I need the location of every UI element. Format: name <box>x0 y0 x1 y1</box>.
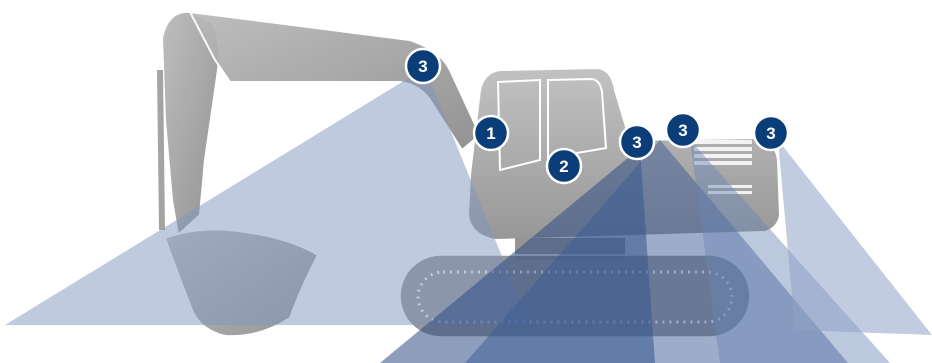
marker-label: 3 <box>632 133 641 152</box>
marker-label: 3 <box>418 57 427 76</box>
marker-cab-front: 1 <box>474 116 508 150</box>
marker-boom-camera: 3 <box>406 49 440 83</box>
marker-body-left-camera: 3 <box>620 125 654 159</box>
marker-cab-side: 2 <box>547 149 581 183</box>
marker-body-center-camera: 3 <box>666 113 700 147</box>
marker-rear-camera: 3 <box>754 116 788 150</box>
hydraulic-line <box>160 70 162 230</box>
marker-label: 3 <box>766 124 775 143</box>
marker-label: 2 <box>559 157 568 176</box>
rear-camera-field <box>778 140 932 335</box>
marker-label: 3 <box>678 121 687 140</box>
marker-label: 1 <box>486 124 495 143</box>
